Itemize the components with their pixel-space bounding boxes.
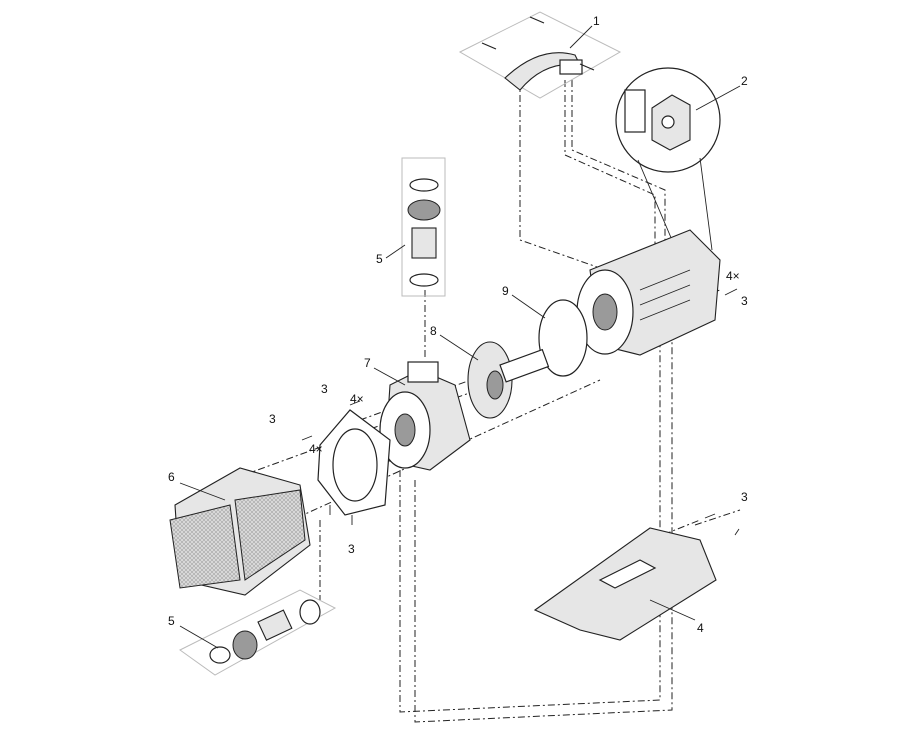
callout-4x-a: 4× [350, 392, 364, 406]
callouts: 1 2 4× 3 5 9 8 7 3 4× 3 4× 6 3 3 4 5 [168, 14, 748, 635]
callout-5-top: 5 [376, 252, 383, 266]
part-2-detail-inset [615, 67, 721, 251]
callout-4: 4 [697, 621, 704, 635]
callout-3-b: 3 [269, 412, 276, 426]
part-4-base [533, 527, 717, 641]
callout-7: 7 [364, 356, 371, 370]
callout-8: 8 [430, 324, 437, 338]
part-5-top-fitting [401, 157, 446, 297]
part-8-rotor [467, 341, 550, 419]
callout-4x-motor: 4× [726, 269, 740, 283]
motor-housing [576, 229, 721, 356]
gasket-plate [317, 409, 391, 516]
callout-3-a: 3 [321, 382, 328, 396]
part-1-handle [458, 11, 622, 99]
leader-lines [179, 25, 741, 649]
callout-3-motor: 3 [741, 294, 748, 308]
callout-5-bottom: 5 [168, 614, 175, 628]
part-6-filter-basket [169, 467, 311, 596]
part-5-bottom-fitting [179, 589, 337, 676]
callout-3-c: 3 [348, 542, 355, 556]
callout-9: 9 [502, 284, 509, 298]
callout-4x-b: 4× [309, 442, 323, 456]
part-9-o-ring [538, 299, 588, 377]
callout-2: 2 [741, 74, 748, 88]
callout-6: 6 [168, 470, 175, 484]
callout-3-base: 3 [741, 490, 748, 504]
screws [301, 288, 740, 536]
callout-1: 1 [593, 14, 600, 28]
